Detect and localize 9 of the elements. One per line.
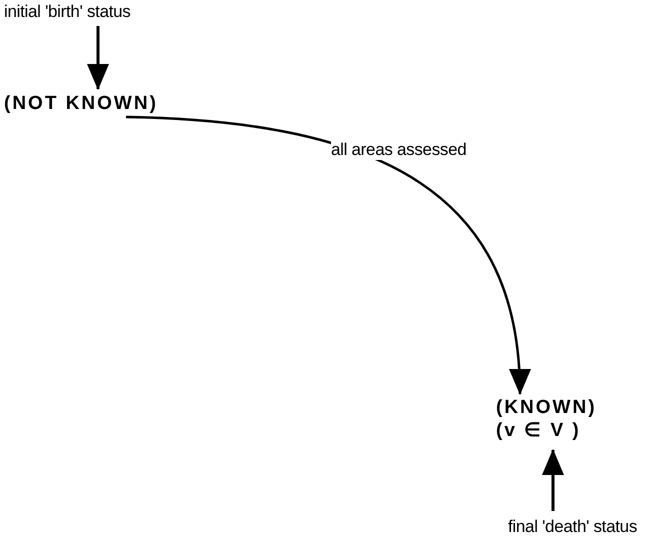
arrow <box>126 116 530 395</box>
status-note: initial 'birth' status <box>4 2 131 22</box>
status-note: final 'death' status <box>508 517 638 537</box>
arrow <box>542 449 564 511</box>
state-label: (KNOWN) <box>496 396 597 419</box>
state-label: (NOT KNOWN) <box>4 92 158 115</box>
arrow <box>87 26 109 90</box>
state-label: (v ∈ V ) <box>496 419 582 442</box>
edge-label: all areas assessed <box>331 140 466 160</box>
